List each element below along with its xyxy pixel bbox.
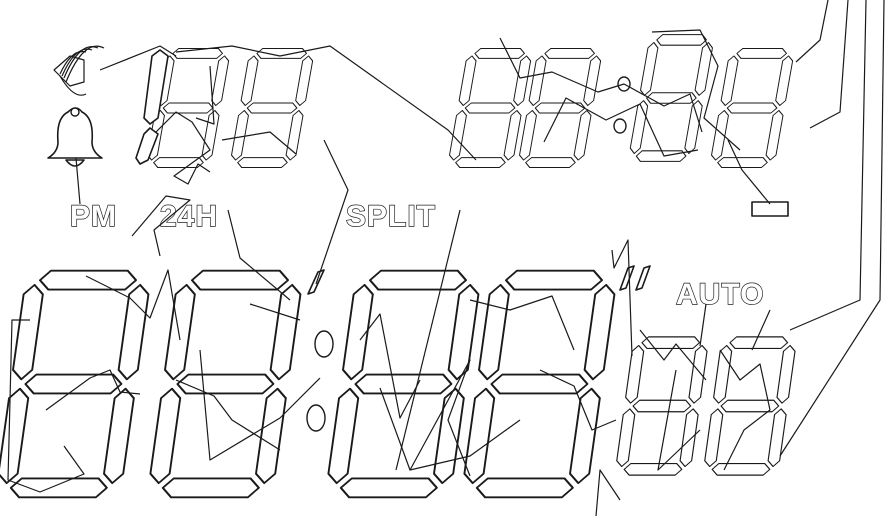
split-label: SPLIT	[346, 200, 436, 233]
top-right-digit-4	[708, 47, 796, 169]
top-left-leading-one	[135, 49, 169, 165]
auto-label: AUTO	[676, 278, 764, 311]
pm-label: PM	[70, 200, 117, 233]
indicator-rect	[751, 201, 789, 217]
sound-wave-icon	[53, 45, 105, 96]
apostrophe-mark-1	[307, 269, 325, 295]
top-left-digit-2	[228, 47, 316, 169]
24h-label: 24H	[160, 200, 218, 233]
top-right-digit-3	[627, 34, 716, 162]
top-colon-dot-lower	[613, 118, 627, 134]
large-digit-4	[460, 269, 619, 499]
wiring-traces	[7, 0, 885, 516]
large-digit-3	[324, 269, 483, 499]
top-right-digit-2	[516, 47, 604, 169]
apostrophe-mark-3	[635, 265, 651, 291]
apostrophe-mark-2	[619, 265, 635, 291]
bottom-colon-dot-upper	[314, 330, 334, 358]
bell-icon	[47, 107, 103, 167]
bottom-colon-dot-lower	[306, 404, 326, 432]
top-right-digit-1	[446, 47, 534, 169]
large-digit-2	[146, 269, 305, 499]
small-digit-2	[702, 336, 798, 476]
